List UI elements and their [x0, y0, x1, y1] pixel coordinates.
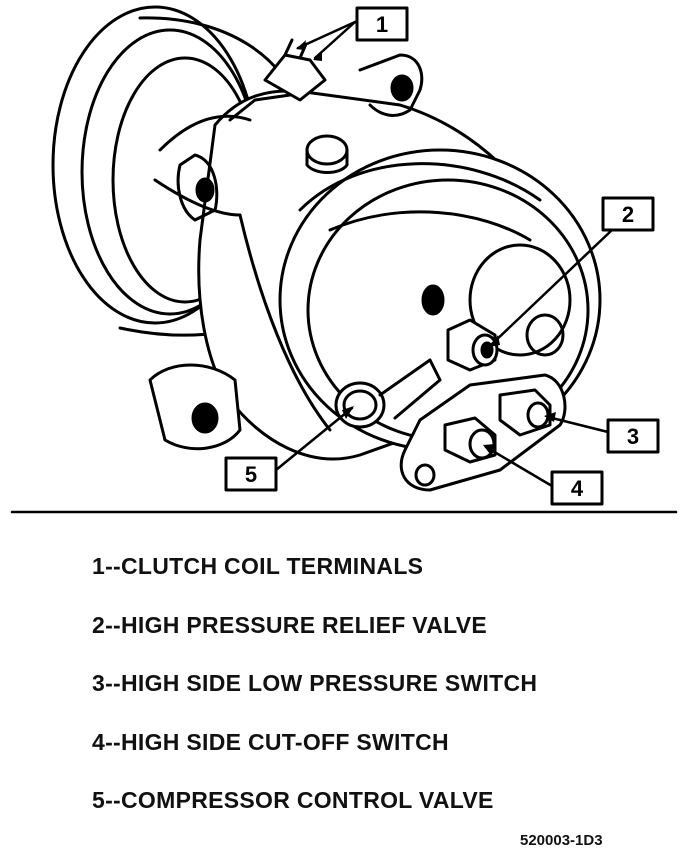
legend-item-high-side-low-pressure-switch: 3--HIGH SIDE LOW PRESSURE SWITCH — [92, 670, 538, 696]
legend-item-high-side-cut-off-switch: 4--HIGH SIDE CUT-OFF SWITCH — [92, 728, 449, 755]
callout-number-2: 2 — [622, 202, 634, 227]
callout-number-1: 1 — [376, 12, 388, 37]
callout-box-5 — [224, 456, 278, 492]
legend-item-high-pressure-relief-valve: 2--HIGH PRESSURE RELIEF VALVE — [92, 611, 488, 638]
callout-box-3 — [606, 418, 660, 454]
figure-code: 520003-1D3 — [520, 832, 603, 849]
callout-box-4 — [550, 470, 604, 506]
callout-box-2 — [601, 196, 655, 232]
leader-arrows — [274, 20, 614, 488]
manifold-plate — [399, 373, 567, 492]
parts-legend: 1--CLUTCH COIL TERMINALS 2--HIGH PRESSUR… — [92, 548, 537, 841]
callout-box-1 — [355, 6, 409, 42]
callout-number-3: 3 — [627, 424, 639, 449]
callout-number-4: 4 — [571, 476, 584, 501]
clutch-coil-terminals — [263, 38, 327, 102]
legend-item-compressor-control-valve: 5--COMPRESSOR CONTROL VALVE — [92, 787, 494, 813]
control-valve — [334, 358, 442, 429]
legend-item-clutch-coil-terminals: 1--CLUTCH COIL TERMINALS — [92, 553, 424, 579]
callout-number-5: 5 — [245, 462, 257, 487]
